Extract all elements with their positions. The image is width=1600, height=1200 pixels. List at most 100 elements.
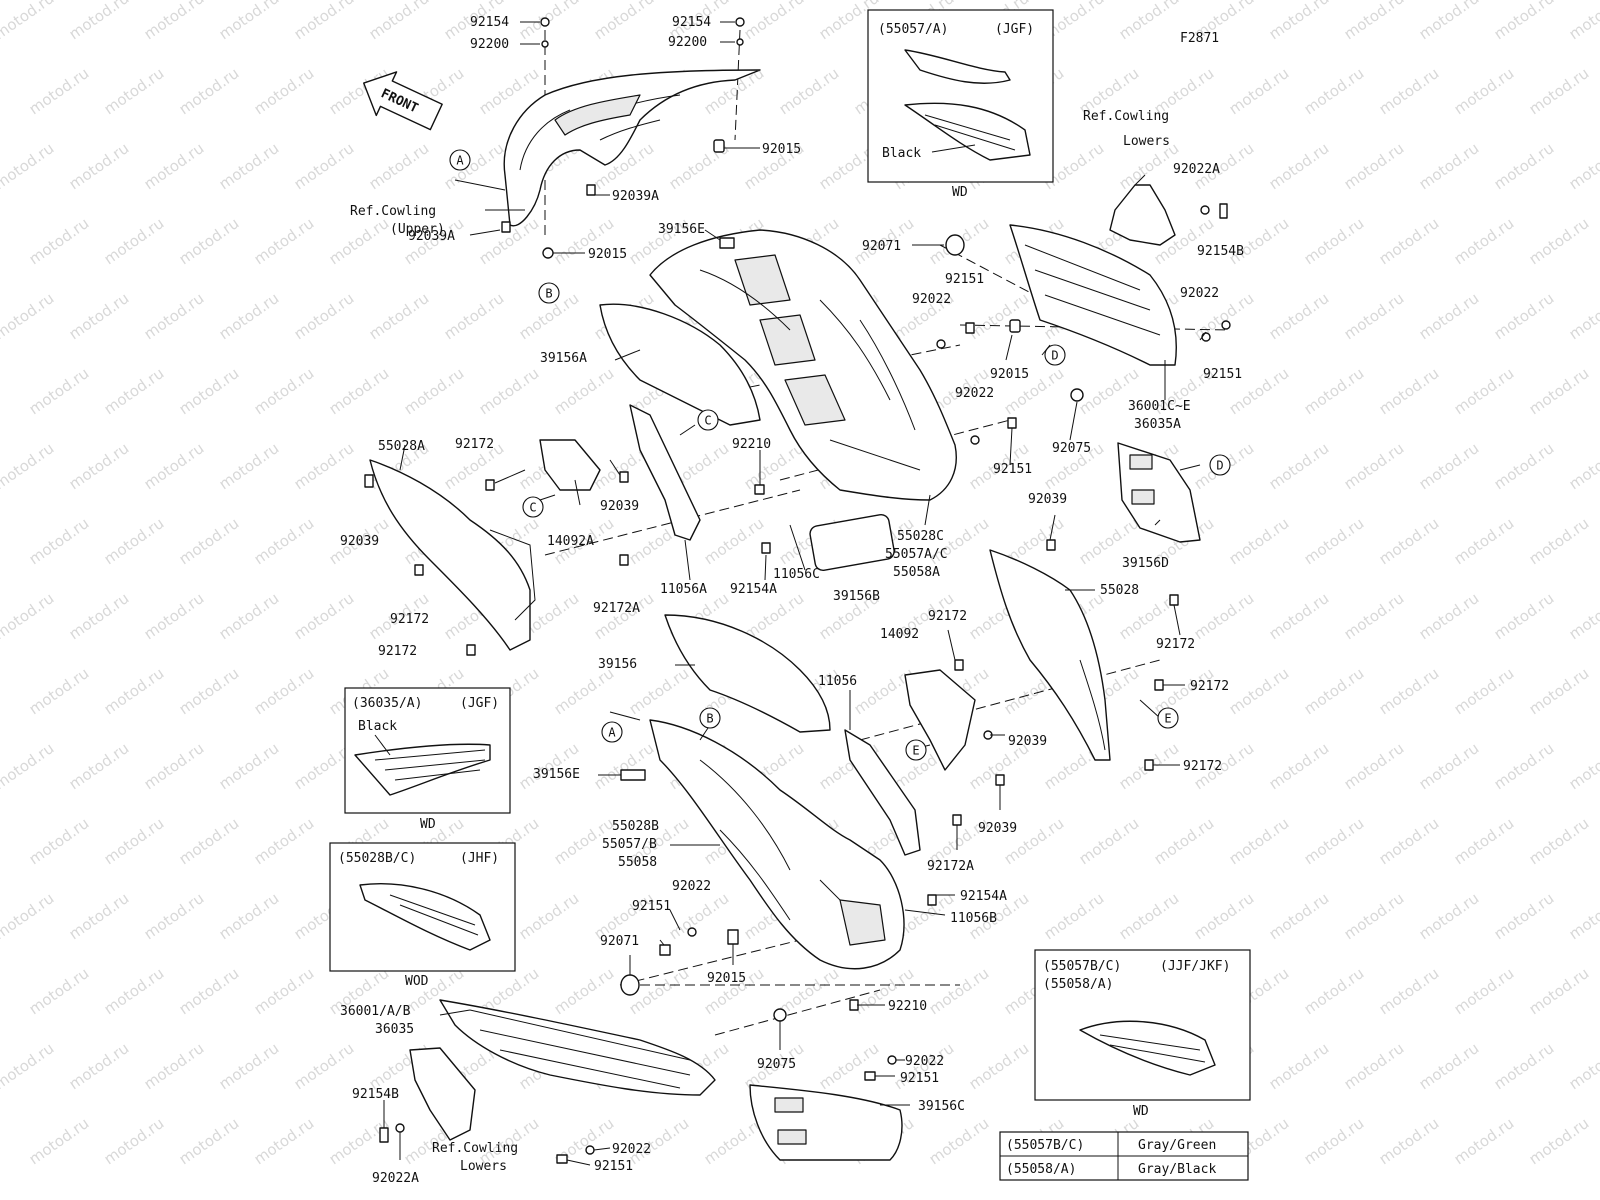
watermark-text: motod.ru — [776, 64, 843, 118]
label-92151: 92151 — [632, 899, 671, 914]
label-92039A: 92039A — [408, 229, 455, 244]
label-55058: 55058 — [618, 855, 657, 870]
watermark-text: motod.ru — [141, 739, 208, 793]
svg-text:(55058/A): (55058/A) — [1043, 977, 1113, 992]
watermark-text: motod.ru — [1491, 1039, 1558, 1093]
label-11056C: 11056C — [773, 567, 820, 582]
watermark-text: motod.ru — [926, 964, 993, 1018]
label-92039: 92039 — [340, 534, 379, 549]
watermark-text: motod.ru — [251, 664, 318, 718]
label-92039: 92039 — [1028, 492, 1067, 507]
callout-A-top: A — [449, 149, 471, 171]
watermark-text: motod.ru — [26, 364, 93, 418]
watermark-text: motod.ru — [1116, 0, 1183, 43]
label-92022: 92022 — [955, 386, 994, 401]
watermark-text: motod.ru — [966, 1039, 1033, 1093]
watermark-text: motod.ru — [1451, 964, 1518, 1018]
label-92022: 92022 — [1180, 286, 1219, 301]
label-92075: 92075 — [757, 1057, 796, 1072]
watermark-text: motod.ru — [1566, 139, 1600, 193]
label-36035A: 36035A — [1134, 417, 1181, 432]
svg-text:Black: Black — [358, 719, 397, 734]
color-table: (55057B/C) Gray/Green (55058/A) Gray/Bla… — [999, 1131, 1249, 1181]
watermark-text: motod.ru — [1266, 289, 1333, 343]
label-ref-cowling-upper: Ref.Cowling — [350, 204, 436, 219]
label-55028C: 55028C — [897, 529, 944, 544]
label-92015: 92015 — [588, 247, 627, 262]
watermark-text: motod.ru — [101, 664, 168, 718]
watermark-text: motod.ru — [1266, 739, 1333, 793]
watermark-text: motod.ru — [0, 1039, 57, 1093]
label-39156C: 39156C — [918, 1099, 965, 1114]
watermark-text: motod.ru — [26, 64, 93, 118]
label-92172: 92172 — [928, 609, 967, 624]
callout-E-left: E — [905, 739, 927, 761]
svg-text:(55057B/C): (55057B/C) — [1043, 959, 1121, 974]
callout-D-right: D — [1209, 454, 1231, 476]
svg-text:C: C — [529, 501, 536, 515]
label-92200: 92200 — [470, 37, 509, 52]
watermark-text: motod.ru — [551, 964, 618, 1018]
watermark-text: motod.ru — [1266, 589, 1333, 643]
label-39156B: 39156B — [833, 589, 880, 604]
watermark-text: motod.ru — [591, 0, 658, 43]
watermark-text: motod.ru — [1341, 739, 1408, 793]
side-fairing-55028-part — [989, 549, 1111, 761]
watermark-text: motod.ru — [176, 214, 243, 268]
watermark-text: motod.ru — [251, 64, 318, 118]
callout-D-mid: D — [1044, 344, 1066, 366]
watermark-text: motod.ru — [101, 814, 168, 868]
label-92154: 92154 — [672, 15, 711, 30]
callout-B-bottom: B — [699, 707, 721, 729]
svg-text:WD: WD — [420, 817, 436, 832]
watermark-text: motod.ru — [366, 0, 433, 43]
label-92075: 92075 — [1052, 441, 1091, 456]
svg-text:WD: WD — [952, 185, 968, 200]
watermark-text: motod.ru — [251, 1114, 318, 1168]
watermark-text: motod.ru — [291, 589, 358, 643]
watermark-text: motod.ru — [1376, 364, 1443, 418]
watermark-text: motod.ru — [1376, 814, 1443, 868]
label-14092A: 14092A — [547, 534, 594, 549]
watermark-text: motod.ru — [101, 64, 168, 118]
label-92210: 92210 — [888, 999, 927, 1014]
sheet-39156-part — [664, 614, 831, 733]
svg-text:B: B — [545, 287, 552, 301]
watermark-text: motod.ru — [401, 364, 468, 418]
watermark-text: motod.ru — [291, 439, 358, 493]
watermark-text: motod.ru — [176, 814, 243, 868]
color-table-color: Gray/Black — [1138, 1162, 1216, 1177]
svg-text:(JHF): (JHF) — [460, 851, 499, 866]
watermark-text: motod.ru — [1226, 214, 1293, 268]
window-39156B-part — [809, 513, 895, 572]
watermark-text: motod.ru — [1491, 139, 1558, 193]
watermark-text: motod.ru — [26, 814, 93, 868]
watermark-text: motod.ru — [176, 964, 243, 1018]
watermark-text: motod.ru — [1491, 739, 1558, 793]
watermark-text: motod.ru — [326, 364, 393, 418]
watermark-text: motod.ru — [1376, 64, 1443, 118]
watermark-text: motod.ru — [66, 0, 133, 43]
watermark-text: motod.ru — [1526, 514, 1593, 568]
watermark-text: motod.ru — [251, 214, 318, 268]
label-92154: 92154 — [470, 15, 509, 30]
watermark-text: motod.ru — [1526, 1114, 1593, 1168]
watermark-text: motod.ru — [1416, 739, 1483, 793]
label-92172A: 92172A — [927, 859, 974, 874]
watermark-text: motod.ru — [101, 514, 168, 568]
watermark-text: motod.ru — [66, 289, 133, 343]
label-92172: 92172 — [390, 612, 429, 627]
watermark-text: motod.ru — [1301, 1114, 1368, 1168]
watermark-text: motod.ru — [626, 664, 693, 718]
watermark-text: motod.ru — [966, 289, 1033, 343]
watermark-text: motod.ru — [1566, 1039, 1600, 1093]
color-table-color: Gray/Green — [1138, 1138, 1216, 1153]
watermark-text: motod.ru — [101, 964, 168, 1018]
label-11056B: 11056B — [950, 911, 997, 926]
watermark-text: motod.ru — [701, 514, 768, 568]
lowers-bracket-bottom-part — [409, 1047, 476, 1141]
watermark-text: motod.ru — [251, 964, 318, 1018]
watermark-text: motod.ru — [1416, 589, 1483, 643]
watermark-text: motod.ru — [1376, 964, 1443, 1018]
